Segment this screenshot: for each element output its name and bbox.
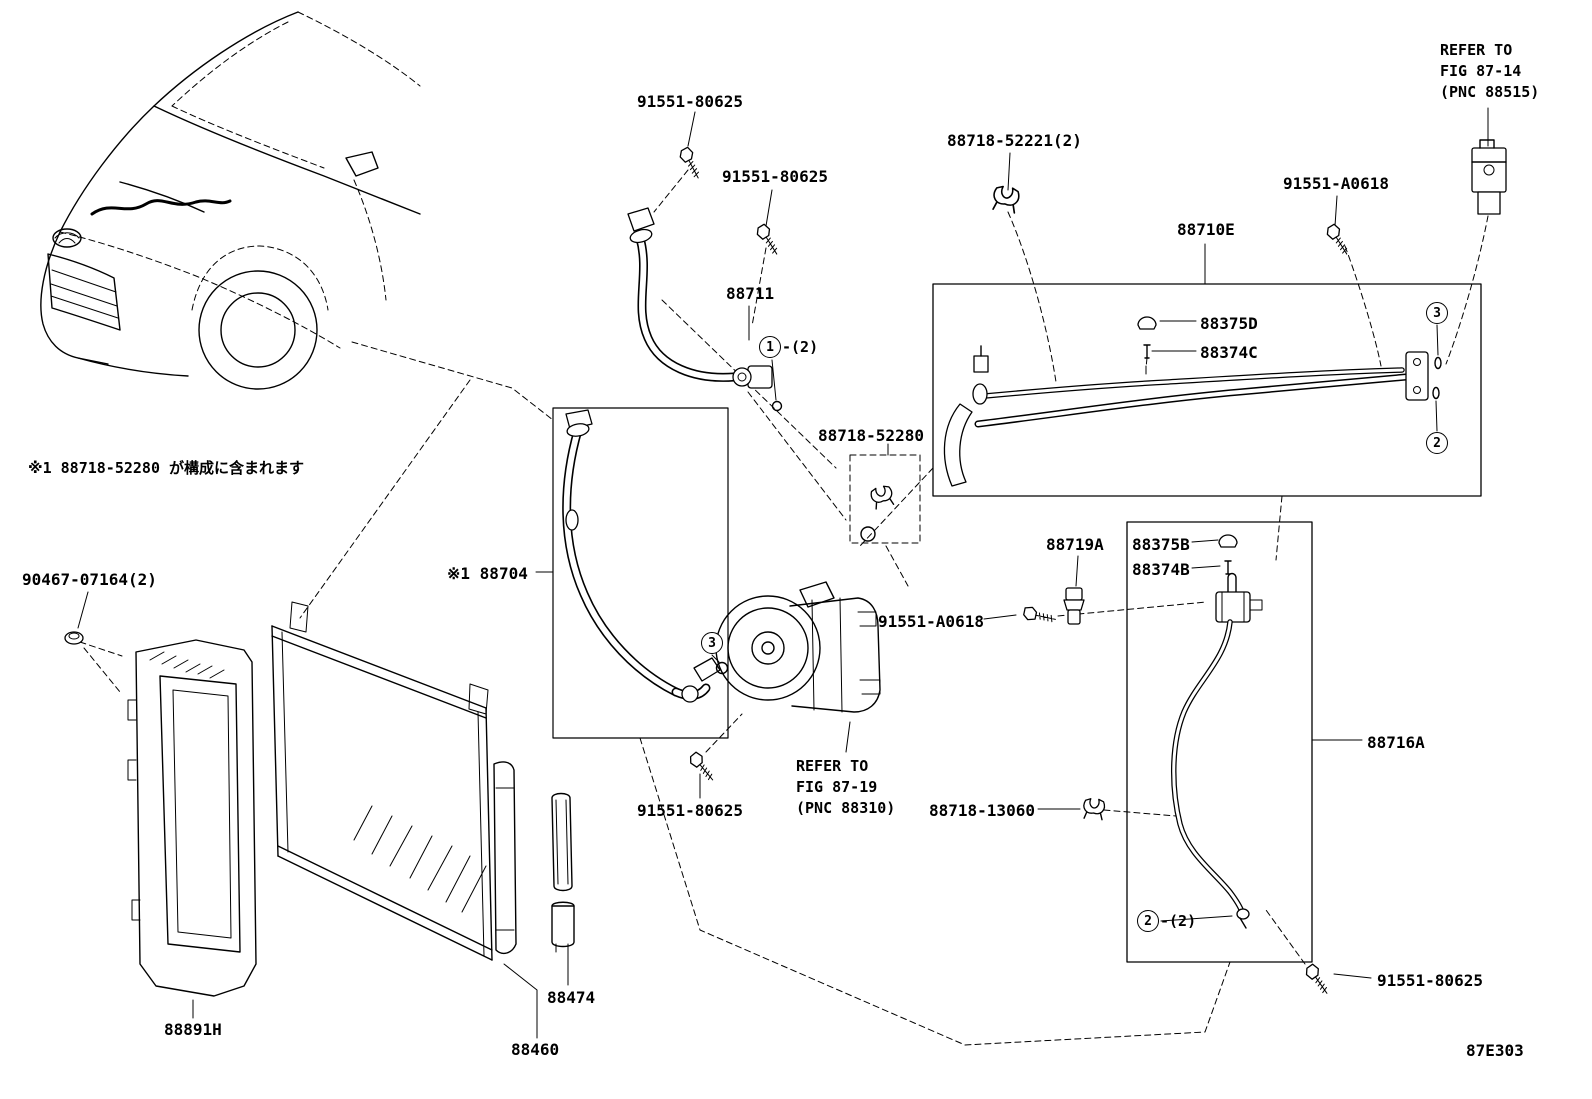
part-label-88716a: 88716A	[1367, 733, 1425, 752]
service-cap-88375d	[1137, 316, 1157, 330]
part-label-88374c: 88374C	[1200, 343, 1258, 362]
part-label-88719a: 88719A	[1046, 535, 1104, 554]
vehicle-illustration	[40, 11, 421, 390]
pipe-end-flange	[1405, 351, 1429, 401]
discharge-hose-88711	[627, 207, 783, 412]
callout-2-right-circle: 2	[1426, 432, 1448, 454]
callout-2-bottom: 2-(2)	[1137, 910, 1196, 932]
bolt-91551-80625-top	[677, 145, 706, 182]
refer-87-14-line3: (PNC 88515)	[1440, 83, 1540, 101]
callout-2-bottom-circle: 2	[1137, 910, 1159, 932]
grommet-90467-07164	[64, 631, 84, 645]
refer-note-fig-87-19: REFER TO FIG 87-19 (PNC 88310)	[796, 756, 895, 819]
part-label-88704: ※1 88704	[447, 564, 528, 583]
drier-filter-88474	[551, 792, 575, 953]
part-label-91551-80625-2: 91551-80625	[722, 167, 828, 186]
receiver-drier-tank	[493, 761, 517, 955]
clamp-88718-52280	[869, 483, 896, 510]
compressor-ref-88310	[715, 581, 881, 713]
valve-core-88374b	[1224, 560, 1232, 575]
bolt-91551-80625-right	[1302, 962, 1334, 998]
pipe-branch-funnel	[943, 403, 973, 487]
brand-emblem-icon	[52, 228, 82, 248]
callout-3-mid: 3	[701, 632, 723, 654]
refer-87-19-line1: REFER TO	[796, 757, 869, 775]
callout-1-qty: -(2)	[782, 338, 819, 356]
part-label-88718-52221: 88718-52221(2)	[947, 131, 1082, 150]
liquid-tube-88716a	[1126, 521, 1313, 963]
figure-code: 87E303	[1466, 1041, 1524, 1060]
part-label-88474: 88474	[547, 988, 596, 1007]
suction-hose-88704	[552, 407, 729, 739]
part-label-88718-13060: 88718-13060	[929, 801, 1035, 820]
part-label-88718-52280: 88718-52280	[818, 426, 924, 445]
part-label-88375d: 88375D	[1200, 314, 1258, 333]
fasteners-and-small-parts	[64, 145, 1354, 998]
part-label-90467-07164: 90467-07164(2)	[22, 570, 157, 589]
clamp-88718-13060	[1082, 797, 1106, 821]
tube-subassy-88710e	[932, 283, 1482, 497]
refer-87-19-line2: FIG 87-19	[796, 778, 878, 796]
bolt-91551-a0618-top	[1324, 222, 1354, 258]
callout-1-circle: 1	[759, 336, 781, 358]
part-label-91551-80625-4: 91551-80625	[1377, 971, 1483, 990]
pressure-switch-88719a	[1063, 587, 1085, 625]
assembly-reference-lines	[79, 169, 1489, 1046]
callout-3-mid-circle: 3	[701, 632, 723, 654]
o-ring-88711	[771, 400, 783, 412]
part-label-88711: 88711	[726, 284, 775, 303]
o-ring-3	[1434, 356, 1442, 370]
bolt-91551-a0618-mid	[1022, 605, 1058, 626]
part-label-88891h: 88891H	[164, 1020, 222, 1039]
refer-87-14-line1: REFER TO	[1440, 41, 1513, 59]
condenser-shroud-88891h	[127, 639, 257, 997]
service-cap-88375b	[1218, 534, 1238, 548]
condenser-88460	[271, 601, 517, 961]
part-label-91551-80625-3: 91551-80625	[637, 801, 743, 820]
callout-2-bottom-qty: -(2)	[1160, 912, 1197, 930]
callout-1: 1-(2)	[759, 336, 818, 358]
part-label-88374b: 88374B	[1132, 560, 1190, 579]
callout-3-right-circle: 3	[1426, 302, 1448, 324]
refer-87-19-line3: (PNC 88310)	[796, 799, 896, 817]
bolt-91551-80625-bottom	[686, 750, 719, 785]
clamp-88718-52221	[990, 184, 1021, 214]
callout-2-right: 2	[1426, 432, 1448, 454]
callout-3-right: 3	[1426, 302, 1448, 324]
front-wheel	[198, 270, 318, 390]
refer-note-fig-87-14: REFER TO FIG 87-14 (PNC 88515)	[1440, 40, 1539, 103]
footnote-jp: ※1 88718-52280 が構成に含まれます	[28, 459, 305, 477]
part-label-88710e: 88710E	[1177, 220, 1235, 239]
ac-piping-location-highlight	[90, 199, 232, 216]
part-label-88460: 88460	[511, 1040, 560, 1059]
part-label-88375b: 88375B	[1132, 535, 1190, 554]
o-ring-2	[1432, 386, 1440, 400]
side-mirror	[345, 151, 379, 177]
valve-core-88374c	[1143, 344, 1151, 359]
part-label-91551-a0618-2: 91551-A0618	[878, 612, 984, 631]
tube-fitting-block	[1215, 591, 1251, 623]
leader-lines	[77, 107, 1489, 1039]
refer-87-14-line2: FIG 87-14	[1440, 62, 1522, 80]
evaporator-joint-ref-88515	[1471, 139, 1507, 215]
part-label-91551-a0618-1: 91551-A0618	[1283, 174, 1389, 193]
o-ring-52280	[860, 526, 876, 542]
bolt-91551-80625-mid	[754, 222, 784, 258]
part-label-91551-80625-1: 91551-80625	[637, 92, 743, 111]
